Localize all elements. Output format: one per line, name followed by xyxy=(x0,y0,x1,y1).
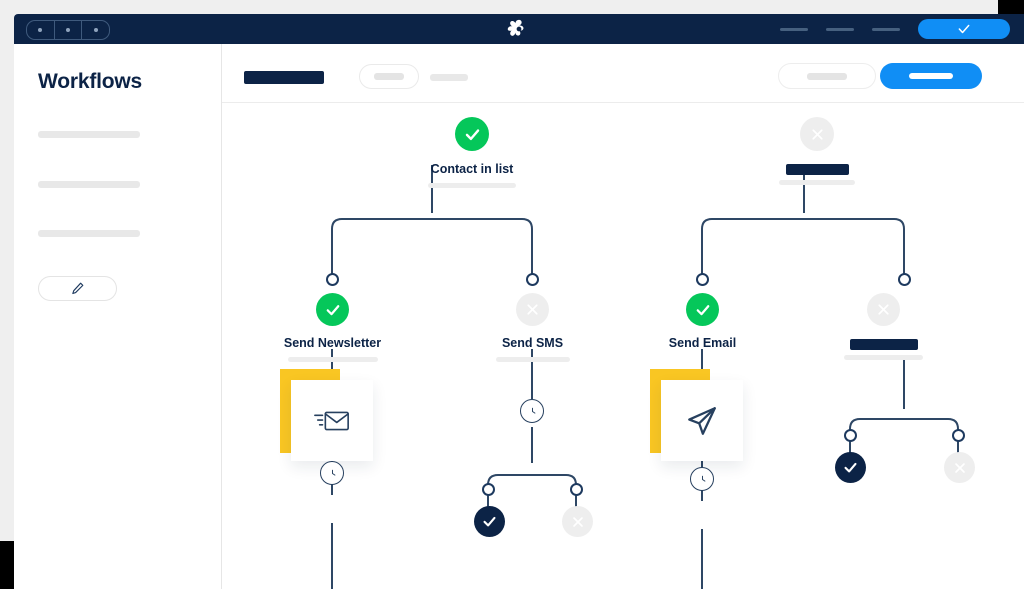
titlebar-nav-placeholder-2[interactable] xyxy=(826,27,854,31)
leaf-anchor-sms-yes[interactable] xyxy=(482,483,495,496)
node-label: Send SMS xyxy=(501,336,564,350)
screen-bleed-top-right xyxy=(998,0,1024,14)
title-bar xyxy=(14,14,1024,44)
status-badge-green xyxy=(686,293,719,326)
check-icon xyxy=(958,24,970,34)
close-icon xyxy=(811,128,823,140)
node-contact-in-list[interactable]: Contact in list xyxy=(407,117,537,188)
sidebar-item-placeholder-1[interactable] xyxy=(38,131,140,138)
window-control-dot-2[interactable] xyxy=(55,21,83,39)
node-send-newsletter[interactable]: Send Newsletter xyxy=(272,293,393,362)
clock-icon xyxy=(331,469,335,476)
card-email[interactable] xyxy=(650,369,754,461)
node-send-email[interactable]: Send Email xyxy=(642,293,763,350)
leaf-anchor-sms-no[interactable] xyxy=(570,483,583,496)
check-icon xyxy=(844,462,857,473)
app-window: Workflows xyxy=(14,14,1024,589)
pencil-icon xyxy=(72,282,84,295)
branch-anchor-right[interactable] xyxy=(898,273,911,286)
status-badge-grey xyxy=(800,117,834,151)
leaf-status-right-no[interactable] xyxy=(944,452,975,483)
content-toolbar xyxy=(222,44,1024,103)
check-icon xyxy=(483,516,496,527)
close-icon xyxy=(527,304,538,315)
leaf-anchor-right-no[interactable] xyxy=(952,429,965,442)
node-label: Contact in list xyxy=(430,162,514,176)
node-label-underline xyxy=(779,180,855,185)
titlebar-nav-placeholder-1[interactable] xyxy=(780,27,808,31)
card-accent-bar xyxy=(280,369,340,453)
delay-newsletter[interactable] xyxy=(320,461,344,485)
paper-plane-icon xyxy=(688,406,716,435)
close-icon xyxy=(572,516,583,527)
card-newsletter[interactable] xyxy=(280,369,384,461)
check-icon xyxy=(696,304,709,315)
delay-email[interactable] xyxy=(690,467,714,491)
status-badge-green xyxy=(316,293,349,326)
window-controls[interactable] xyxy=(26,20,110,40)
check-icon xyxy=(465,128,479,140)
toolbar-primary-button[interactable] xyxy=(880,63,982,89)
edit-button[interactable] xyxy=(38,276,117,301)
titlebar-confirm-button[interactable] xyxy=(918,19,1010,39)
node-label-placeholder xyxy=(849,339,918,350)
sidebar-item-placeholder-2[interactable] xyxy=(38,181,140,188)
workflow-canvas[interactable]: Contact in list xyxy=(222,103,1024,589)
toolbar-secondary-button[interactable] xyxy=(778,63,876,89)
close-icon xyxy=(954,462,965,473)
titlebar-right-group xyxy=(780,14,1010,44)
node-label-underline xyxy=(287,357,378,362)
sidebar: Workflows xyxy=(14,44,222,589)
node-label-underline xyxy=(428,183,516,188)
screen-bleed-bottom-left xyxy=(0,541,14,589)
envelope-icon xyxy=(314,411,349,430)
node-action-right[interactable] xyxy=(844,293,923,360)
pinwheel-logo-icon xyxy=(507,18,530,40)
node-label: Send Newsletter xyxy=(283,336,382,350)
card-accent-bar xyxy=(650,369,710,453)
check-icon xyxy=(326,304,339,315)
delay-sms[interactable] xyxy=(520,399,544,423)
node-label-underline xyxy=(844,355,923,360)
card-face xyxy=(291,380,373,461)
toolbar-pill-tab[interactable] xyxy=(359,64,419,89)
leaf-anchor-right-yes[interactable] xyxy=(844,429,857,442)
leaf-status-right-yes[interactable] xyxy=(835,452,866,483)
clock-icon xyxy=(701,475,705,482)
card-face xyxy=(661,380,743,461)
window-control-dot-1[interactable] xyxy=(27,21,55,39)
status-badge-grey xyxy=(867,293,900,326)
clock-icon xyxy=(531,407,535,414)
node-send-sms[interactable]: Send SMS xyxy=(472,293,593,362)
toolbar-text-placeholder[interactable] xyxy=(430,74,468,81)
main-panel: Contact in list xyxy=(222,44,1024,589)
window-control-dot-3[interactable] xyxy=(82,21,109,39)
leaf-status-sms-yes[interactable] xyxy=(474,506,505,537)
sidebar-item-placeholder-3[interactable] xyxy=(38,230,140,237)
node-label: Send Email xyxy=(668,336,737,350)
branch-anchor-email[interactable] xyxy=(696,273,709,286)
status-badge-grey xyxy=(516,293,549,326)
status-badge-green xyxy=(455,117,489,151)
node-trigger-right[interactable] xyxy=(779,117,855,185)
branch-anchor-newsletter[interactable] xyxy=(326,273,339,286)
node-label-underline xyxy=(495,357,570,362)
branch-anchor-sms[interactable] xyxy=(526,273,539,286)
app-body: Workflows xyxy=(14,44,1024,589)
page-title: Workflows xyxy=(38,70,142,93)
titlebar-nav-placeholder-3[interactable] xyxy=(872,27,900,31)
close-icon xyxy=(878,304,889,315)
leaf-status-sms-no[interactable] xyxy=(562,506,593,537)
toolbar-active-tab[interactable] xyxy=(244,71,324,84)
node-label-placeholder xyxy=(785,164,849,175)
